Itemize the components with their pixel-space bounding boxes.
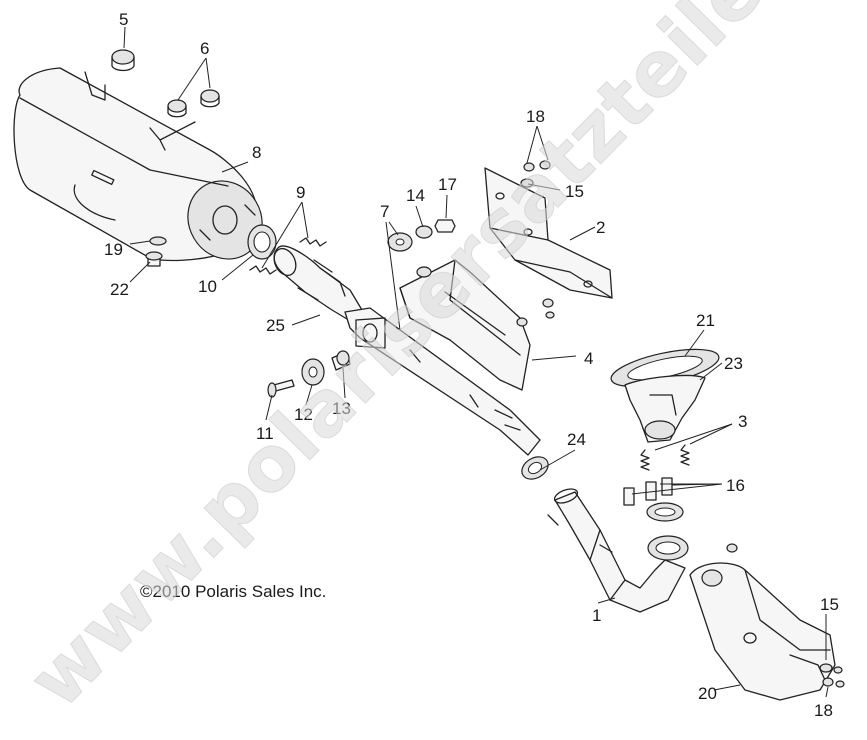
front-pipe-part-25 <box>273 245 363 323</box>
callout-6: 6 <box>200 39 209 58</box>
bracket-part-2 <box>484 167 613 299</box>
callout-21: 21 <box>696 311 715 330</box>
callout-15-top: 15 <box>565 182 584 201</box>
bolt-part-22 <box>145 251 163 267</box>
gasket-part-21 <box>610 348 720 388</box>
grommets-part-6 <box>167 89 220 118</box>
callout-13: 13 <box>332 399 351 418</box>
callout-14: 14 <box>406 186 425 205</box>
clip-part-19 <box>149 236 167 246</box>
callout-labels: 1 2 3 4 5 6 7 8 9 10 11 12 13 14 15 15 1… <box>104 10 839 720</box>
washer-part-12 <box>301 358 325 386</box>
grommet-part-5 <box>111 49 135 72</box>
hardware-15-18-top <box>516 160 555 327</box>
leader-lines <box>123 26 829 698</box>
callout-1: 1 <box>592 606 601 625</box>
pipe-seals <box>646 502 689 561</box>
studs-part-16 <box>623 477 673 506</box>
callout-20: 20 <box>698 684 717 703</box>
muffler <box>13 67 263 262</box>
hardware-15-18-bottom <box>726 543 845 688</box>
callout-12: 12 <box>294 405 313 424</box>
callout-25: 25 <box>266 316 285 335</box>
springs-part-9 <box>249 237 327 275</box>
exhaust-manifold-part-23 <box>624 374 706 443</box>
callout-18-top: 18 <box>526 107 545 126</box>
callout-22: 22 <box>110 280 129 299</box>
callout-24: 24 <box>567 430 586 449</box>
callout-15-bottom: 15 <box>820 595 839 614</box>
copyright-notice: ©2010 Polaris Sales Inc. <box>140 582 326 601</box>
gasket-part-24 <box>521 456 549 480</box>
washer-part-14 <box>415 225 433 239</box>
callout-9: 9 <box>296 183 305 202</box>
callout-18-bottom: 18 <box>814 701 833 720</box>
callout-8: 8 <box>252 143 261 162</box>
nut-part-17 <box>434 219 456 233</box>
rear-shield-part-20 <box>689 562 836 701</box>
callout-16: 16 <box>726 476 745 495</box>
washer-part-7 <box>387 232 413 252</box>
bushing-part-13 <box>331 350 351 371</box>
callout-23: 23 <box>724 354 743 373</box>
callout-11: 11 <box>256 424 274 443</box>
callout-10: 10 <box>198 277 217 296</box>
gasket-part-10 <box>247 224 277 260</box>
callout-3: 3 <box>738 412 747 431</box>
heat-shield-part-4 <box>399 259 531 391</box>
callout-19: 19 <box>104 240 123 259</box>
callout-5: 5 <box>119 10 128 29</box>
springs-part-3 <box>640 444 690 471</box>
callout-4: 4 <box>584 349 593 368</box>
bolt-part-11 <box>267 379 295 398</box>
head-pipe-part-1 <box>547 488 686 613</box>
callout-17: 17 <box>438 175 457 194</box>
callout-7: 7 <box>380 202 389 221</box>
mid-pipe <box>344 307 541 456</box>
callout-2: 2 <box>596 218 605 237</box>
